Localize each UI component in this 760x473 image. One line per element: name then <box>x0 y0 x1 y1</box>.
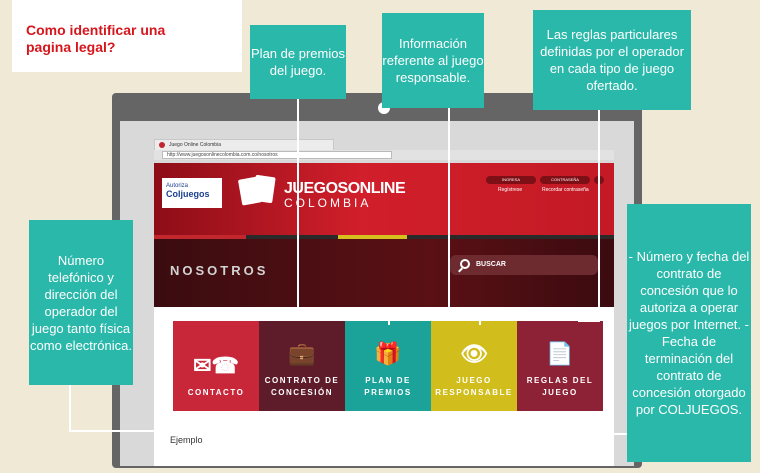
document-icon: 📄 <box>546 341 574 366</box>
example-label: Ejemplo <box>170 435 203 445</box>
callout-contrato: - Número y fecha del contrato de concesi… <box>627 204 751 462</box>
callout-plan-premios: Plan de premios del juego. <box>250 25 346 99</box>
password-button[interactable]: CONTRASEÑA <box>540 176 590 184</box>
tile-plan-premios[interactable]: 🎁 PLAN DE PREMIOS <box>345 321 431 411</box>
register-link[interactable]: Regístrese <box>498 187 523 193</box>
title-box: Como identificar una pagina legal? <box>12 0 242 72</box>
connector-line <box>388 313 390 325</box>
recover-password-link[interactable]: Recordar contraseña <box>542 187 589 193</box>
brand-name: JUEGOSONLINE <box>284 180 406 197</box>
connector-line <box>310 433 628 435</box>
search-input[interactable]: BUSCAR <box>450 255 598 275</box>
connector-line <box>448 108 450 318</box>
browser-tab[interactable]: Juego Online Colombia <box>154 139 334 150</box>
tile-label: CONTRATO DE CONCESIÓN <box>264 376 340 397</box>
tile-label: CONTACTO <box>187 388 245 397</box>
site-header: Autoriza Coljuegos JUEGOSONLINE COLOMBIA… <box>154 163 614 235</box>
tile-reglas[interactable]: 📄 REGLAS DEL JUEGO <box>517 321 603 411</box>
browser-screen: Juego Online Colombia http://www.juegoso… <box>120 121 634 466</box>
callout-text: - Número y fecha del contrato de concesi… <box>628 249 750 417</box>
search-label: BUSCAR <box>476 261 506 268</box>
connector-line <box>479 317 481 325</box>
callout-text: Las reglas particulares definidas por el… <box>540 27 684 93</box>
briefcase-icon: 💼 <box>288 341 316 366</box>
mail-phone-icon: ✉☎ <box>193 353 239 378</box>
tile-label: REGLAS DEL JUEGO <box>526 376 594 397</box>
tile-label: JUEGO RESPONSABLE <box>435 376 513 397</box>
brand-country: COLOMBIA <box>284 196 372 210</box>
tile-juego-responsable[interactable]: 👁 JUEGO RESPONSABLE <box>431 321 517 411</box>
nav-tiles: ✉☎ CONTACTO 💼 CONTRATO DE CONCESIÓN 🎁 PL… <box>173 321 603 411</box>
tab-title: Juego Online Colombia <box>169 142 221 148</box>
address-bar: http://www.juegosonlinecolombia.com.co/n… <box>154 150 614 160</box>
connector-line <box>220 412 222 432</box>
coljuegos-logo[interactable]: Autoriza Coljuegos <box>162 178 222 208</box>
color-stripe <box>154 235 614 239</box>
callout-contacto: Número telefónico y dirección del operad… <box>29 220 133 385</box>
connector-line <box>69 385 71 431</box>
connector-line <box>310 412 312 434</box>
section-banner: NOSOTROS BUSCAR <box>154 239 614 307</box>
url-field[interactable]: http://www.juegosonlinecolombia.com.co/n… <box>162 151 392 159</box>
connector-line <box>448 317 480 319</box>
connector-line <box>297 313 389 315</box>
connector-line <box>598 110 600 322</box>
callout-juego-responsable: Información referente al juego responsab… <box>382 13 484 108</box>
eye-icon: 👁 <box>460 341 488 366</box>
content-area: ✉☎ CONTACTO 💼 CONTRATO DE CONCESIÓN 🎁 PL… <box>154 307 614 466</box>
logo-line2: Coljuegos <box>166 189 210 199</box>
callout-text: Plan de premios del juego. <box>251 46 345 78</box>
tile-label: PLAN DE PREMIOS <box>364 376 412 397</box>
search-icon <box>460 259 470 269</box>
connector-line <box>69 430 221 432</box>
callout-text: Información referente al juego responsab… <box>382 36 484 85</box>
tile-contacto[interactable]: ✉☎ CONTACTO <box>173 321 259 411</box>
login-button[interactable]: INGRESA <box>486 176 536 184</box>
laptop-frame: Juego Online Colombia http://www.juegoso… <box>112 93 642 468</box>
tile-contrato[interactable]: 💼 CONTRATO DE CONCESIÓN <box>259 321 345 411</box>
logo-line1: Autoriza <box>166 183 189 189</box>
favicon-icon <box>159 142 165 148</box>
cards-icon <box>237 174 276 206</box>
banner-title: NOSOTROS <box>170 263 269 278</box>
gift-icon: 🎁 <box>374 341 402 366</box>
callout-reglas: Las reglas particulares definidas por el… <box>533 10 691 110</box>
callout-text: Número telefónico y dirección del operad… <box>30 252 132 353</box>
page-title: Como identificar una pagina legal? <box>26 22 166 55</box>
connector-line <box>297 99 299 314</box>
connector-line <box>578 320 600 322</box>
